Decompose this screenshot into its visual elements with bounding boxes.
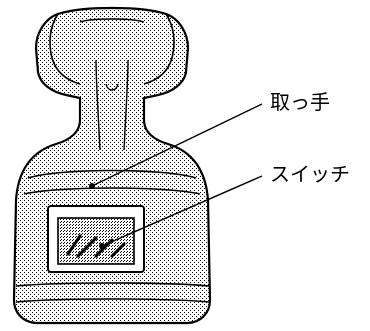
neck-notch (105, 83, 119, 91)
handle-leader-line (91, 103, 263, 187)
switch-leader-line (101, 175, 263, 247)
head-right-ear (143, 13, 175, 85)
base-band-upper (15, 282, 211, 287)
handle-label: 取っ手 (270, 90, 330, 114)
shoulder-band (27, 169, 197, 179)
handle-leader-dot (89, 183, 95, 189)
neck-left-edge (95, 59, 101, 151)
base-band-lower (15, 298, 211, 303)
head-top-ridge (79, 18, 145, 23)
switch-label: スイッチ (270, 162, 350, 186)
switch-leader-dot (99, 243, 105, 249)
head-left-ear (49, 13, 81, 85)
neck-right-edge (123, 59, 129, 151)
device-body (12, 6, 212, 325)
shoulder-band-lower (23, 187, 201, 195)
